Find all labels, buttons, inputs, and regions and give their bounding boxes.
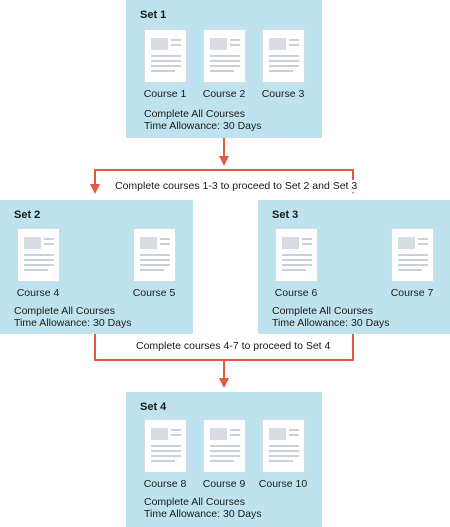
document-icon xyxy=(391,229,433,281)
completion-rule: Complete All Courses xyxy=(272,305,373,317)
course-label: Course 2 xyxy=(202,88,246,100)
course-label: Course 9 xyxy=(202,478,246,490)
document-icon xyxy=(262,420,304,472)
course-label: Course 1 xyxy=(143,88,187,100)
arrow-to-set2 xyxy=(90,169,224,194)
document-icon xyxy=(262,30,304,82)
course-card: Course 6 xyxy=(266,229,326,299)
course-card: Course 7 xyxy=(382,229,442,299)
set-4-box: Set 4 Course 8 Course 9 xyxy=(126,392,322,527)
document-icon xyxy=(144,420,186,472)
set-title: Set 1 xyxy=(140,9,167,21)
flow-label-2: Complete courses 4-7 to proceed to Set 4 xyxy=(133,340,334,352)
time-allowance: Time Allowance: 30 Days xyxy=(14,317,132,329)
course-card: Course 3 xyxy=(253,30,313,100)
course-card: Course 2 xyxy=(194,30,254,100)
document-icon xyxy=(144,30,186,82)
flow-label-1: Complete courses 1-3 to proceed to Set 2… xyxy=(112,180,361,192)
time-allowance: Time Allowance: 30 Days xyxy=(144,120,262,132)
set-requirements: Complete All Courses Time Allowance: 30 … xyxy=(144,108,262,132)
course-card: Course 4 xyxy=(8,229,68,299)
course-card: Course 10 xyxy=(253,420,313,490)
course-label: Course 4 xyxy=(16,287,60,299)
course-card: Course 9 xyxy=(194,420,254,490)
course-label: Course 7 xyxy=(390,287,434,299)
course-card: Course 8 xyxy=(135,420,195,490)
set-1-box: Set 1 Course 1 Course 2 xyxy=(126,0,322,138)
course-label: Course 10 xyxy=(258,478,308,490)
course-label: Course 3 xyxy=(261,88,305,100)
course-label: Course 8 xyxy=(143,478,187,490)
set-requirements: Complete All Courses Time Allowance: 30 … xyxy=(272,305,390,329)
time-allowance: Time Allowance: 30 Days xyxy=(272,317,390,329)
document-icon xyxy=(275,229,317,281)
set-2-box: Set 2 Course 4 Course 5 Complete All Cou… xyxy=(0,200,193,334)
document-icon xyxy=(133,229,175,281)
course-card: Course 1 xyxy=(135,30,195,100)
set-requirements: Complete All Courses Time Allowance: 30 … xyxy=(14,305,132,329)
course-label: Course 5 xyxy=(132,287,176,299)
course-label: Course 6 xyxy=(274,287,318,299)
course-card: Course 5 xyxy=(124,229,184,299)
completion-rule: Complete All Courses xyxy=(144,496,245,508)
set-title: Set 3 xyxy=(272,209,299,221)
time-allowance: Time Allowance: 30 Days xyxy=(144,508,262,520)
set-3-box: Set 3 Course 6 Course 7 Complete All Cou… xyxy=(258,200,450,334)
document-icon xyxy=(17,229,59,281)
set-requirements: Complete All Courses Time Allowance: 30 … xyxy=(144,496,262,520)
document-icon xyxy=(203,30,245,82)
document-icon xyxy=(203,420,245,472)
completion-rule: Complete All Courses xyxy=(144,108,245,120)
set-title: Set 4 xyxy=(140,401,167,413)
set-title: Set 2 xyxy=(14,209,41,221)
completion-rule: Complete All Courses xyxy=(14,305,115,317)
